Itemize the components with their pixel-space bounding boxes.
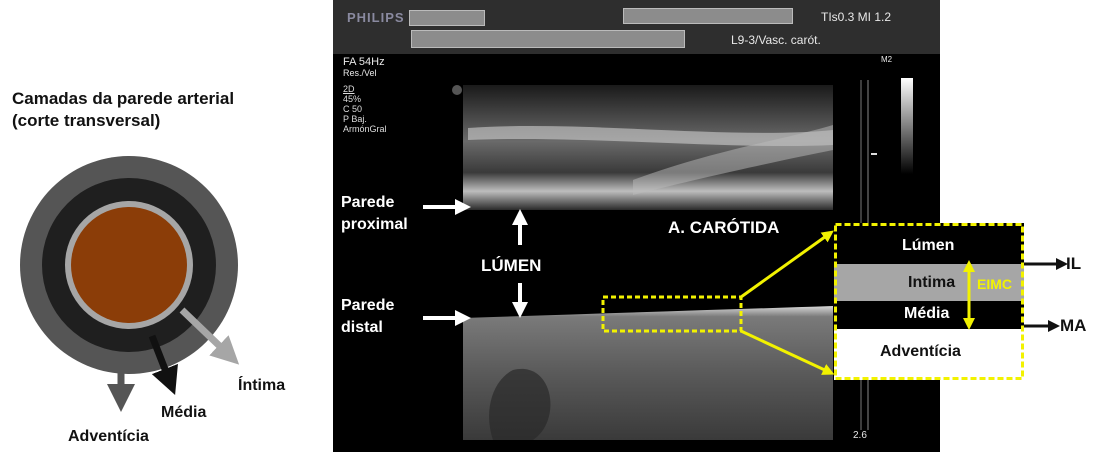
zoom-overlay (834, 223, 1024, 380)
label-il: IL (1066, 254, 1081, 274)
gray-scale-bar (901, 78, 913, 174)
zoom-border (836, 225, 1023, 379)
label-intima: Íntima (238, 377, 285, 395)
label-a-carotida: A. CARÓTIDA (668, 218, 779, 238)
label-adventicia: Adventícia (68, 428, 149, 446)
zoom-line-top (741, 234, 829, 297)
label-parede-distal: Parede distal (341, 295, 394, 339)
label-media: Média (161, 404, 206, 422)
parede-proximal-line-1: Parede (341, 192, 408, 214)
parede-distal-line-1: Parede (341, 295, 394, 317)
parede-proximal-line-2: proximal (341, 214, 408, 236)
orientation-marker (452, 85, 462, 95)
label-parede-proximal: Parede proximal (341, 192, 408, 236)
label-ma: MA (1060, 316, 1086, 336)
parede-distal-line-2: distal (341, 317, 394, 339)
lumen-circle (71, 207, 187, 323)
label-lumen: LÚMEN (481, 256, 541, 276)
zoom-box: Lúmen Intima Média Adventícia EIMC (834, 223, 1024, 380)
